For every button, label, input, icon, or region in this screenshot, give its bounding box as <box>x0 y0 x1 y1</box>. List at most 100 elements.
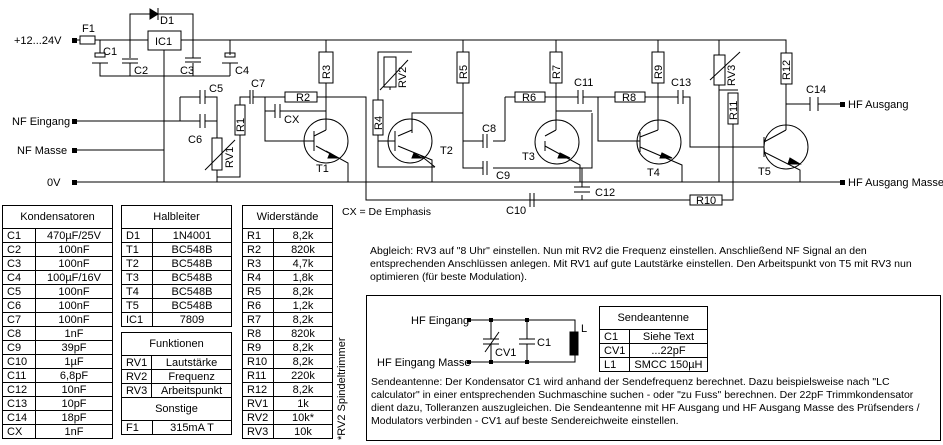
label-c9: C9 <box>496 170 510 182</box>
label-t4: T4 <box>647 167 660 179</box>
part-value: 820k <box>273 326 333 341</box>
part-value: 10nF <box>35 382 113 397</box>
part-ref: T3 <box>121 270 153 285</box>
antenna-text: Sendeantenne: Der Kondensator C1 wird an… <box>371 376 920 427</box>
label-antenna-c1: C1 <box>537 337 551 349</box>
part-value: BC548B <box>152 284 232 299</box>
part-value: 10k* <box>273 410 333 425</box>
part-value: 1N4001 <box>152 228 232 243</box>
diode-d1 <box>149 8 159 20</box>
part-value: 1k <box>273 396 333 411</box>
label-r8: R8 <box>622 92 636 104</box>
label-r6: R6 <box>522 92 536 104</box>
fuse-f1 <box>79 35 96 45</box>
part-value: 100nF <box>35 284 113 299</box>
part-ref: T4 <box>121 284 153 299</box>
part-value: 470µF/25V <box>35 228 113 243</box>
label-rv3: RV3 <box>726 65 738 86</box>
part-ref: RV2 <box>242 410 274 425</box>
table-title: Widerstände <box>242 205 333 229</box>
label-c7: C7 <box>251 78 265 90</box>
part-ref: R4 <box>242 270 274 285</box>
label-c12: C12 <box>595 187 615 199</box>
circuit-schematic: +12...24V NF Eingang NF Masse 0V HF Ausg… <box>12 8 943 217</box>
part-ref: R12 <box>242 382 274 397</box>
part-ref: C1 <box>2 228 36 243</box>
label-l1: L1 <box>581 323 587 335</box>
part-value: 100µF/16V <box>35 270 113 285</box>
table-title: Kondensatoren <box>2 205 113 229</box>
label-r9: R9 <box>653 65 665 79</box>
label-c8: C8 <box>482 123 496 135</box>
part-value: 8,2k <box>273 228 333 243</box>
label-r7: R7 <box>551 65 563 79</box>
label-c2: C2 <box>134 65 148 77</box>
part-value: 8,2k <box>273 312 333 327</box>
part-ref: C5 <box>2 284 36 299</box>
label-r3: R3 <box>321 65 333 79</box>
part-ref: C9 <box>2 340 36 355</box>
part-ref: T1 <box>121 242 153 257</box>
label-c14: C14 <box>806 84 826 96</box>
table-title: Sonstige <box>121 397 232 421</box>
label-nf-eingang: NF Eingang <box>12 116 70 128</box>
part-ref: R8 <box>242 326 274 341</box>
label-r4: R4 <box>373 116 385 130</box>
part-ref: RV3 <box>120 383 153 398</box>
antenna-box: HF Eingang HF Eingang Masse CV1 C1 L1 Se… <box>366 295 941 441</box>
label-f1: F1 <box>82 23 95 35</box>
part-ref: R5 <box>242 284 274 299</box>
part-ref: C7 <box>2 312 36 327</box>
part-ref: T2 <box>121 256 153 271</box>
part-value: BC548B <box>152 270 232 285</box>
transistor-t4 <box>636 119 682 165</box>
part-ref: RV2 <box>120 369 153 384</box>
table-title: Sendeantenne <box>599 306 708 330</box>
part-value: 18pF <box>35 410 113 425</box>
part-value: Frequenz <box>151 369 232 384</box>
part-ref: C14 <box>2 410 36 425</box>
part-ref: R7 <box>242 312 274 327</box>
label-r5: R5 <box>458 65 470 79</box>
table-title: Funktionen <box>121 332 232 356</box>
part-value: BC548B <box>152 256 232 271</box>
part-value: 315mA T <box>152 420 232 435</box>
label-supply: +12...24V <box>14 35 62 47</box>
label-r12: R12 <box>781 60 793 80</box>
part-value: 1,2k <box>273 298 333 313</box>
part-value: SMCC 150µH <box>629 357 708 372</box>
part-value: BC548B <box>152 242 232 257</box>
label-c4: C4 <box>235 65 249 77</box>
part-ref: R1 <box>242 228 274 243</box>
label-c6: C6 <box>188 134 202 146</box>
label-rv2: RV2 <box>397 67 409 88</box>
ic1-regulator <box>147 30 182 51</box>
cx-note: CX = De Emphasis <box>342 206 431 218</box>
abgleich-text: Abgleich: RV3 auf "8 Uhr" einstellen. Nu… <box>370 245 912 283</box>
